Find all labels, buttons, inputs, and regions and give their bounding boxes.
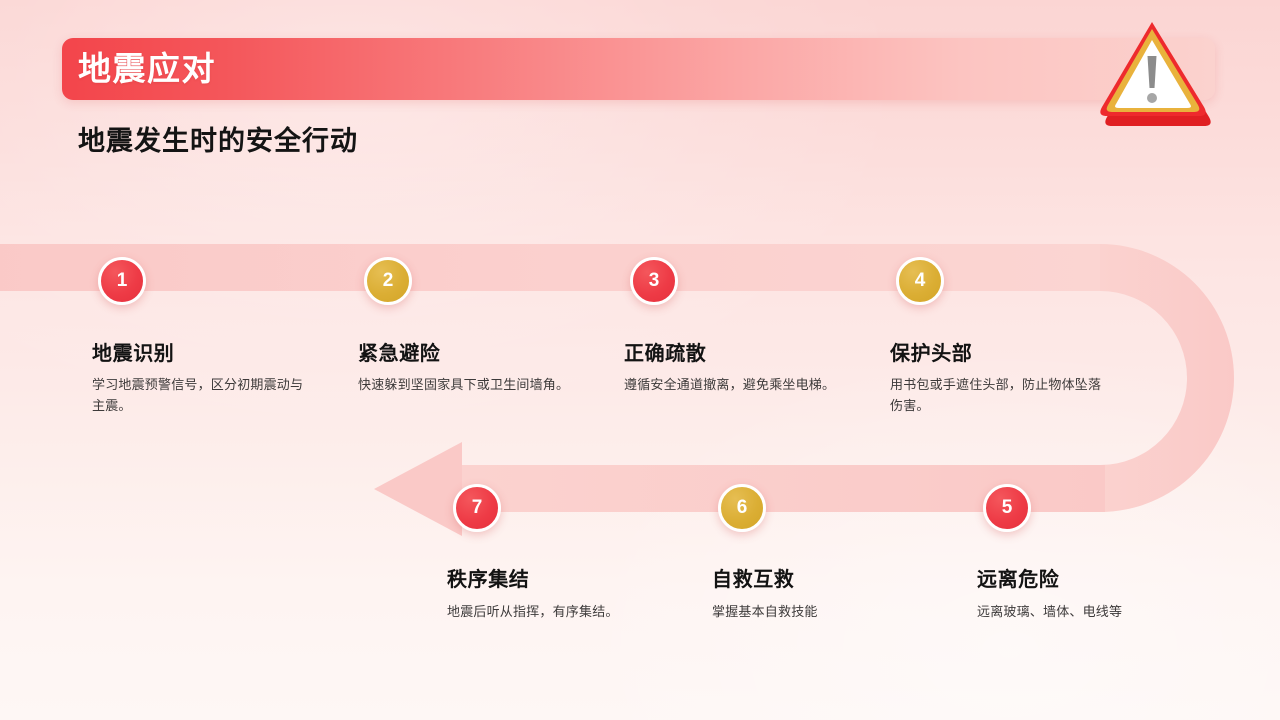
section-subtitle: 地震发生时的安全行动 bbox=[78, 126, 358, 156]
step-title-5: 远离危险 bbox=[977, 569, 1060, 591]
step-number-1: 1 bbox=[116, 270, 128, 291]
step-title-7: 秩序集结 bbox=[447, 569, 530, 591]
step-badge-4[interactable]: 4 bbox=[896, 257, 944, 305]
step-number-6: 6 bbox=[736, 497, 748, 518]
step-title-3: 正确疏散 bbox=[624, 343, 707, 365]
step-desc-3: 遵循安全通道撤离，避免乘坐电梯。 bbox=[624, 377, 836, 392]
step-title-2: 紧急避险 bbox=[358, 343, 441, 365]
section-title-bar bbox=[62, 38, 1215, 100]
step-badge-2[interactable]: 2 bbox=[364, 257, 412, 305]
step-desc-5: 远离玻璃、墙体、电线等 bbox=[977, 604, 1123, 619]
step-desc-6: 掌握基本自救技能 bbox=[712, 604, 818, 619]
step-number-3: 3 bbox=[648, 270, 660, 291]
step-title-4: 保护头部 bbox=[890, 343, 973, 365]
step-desc-1: 学习地震预警信号，区分初期震动与主震。 bbox=[92, 377, 304, 413]
step-desc-4: 用书包或手遮住头部，防止物体坠落伤害。 bbox=[890, 377, 1102, 413]
warning-triangle-icon bbox=[1100, 22, 1211, 126]
step-number-4: 4 bbox=[914, 270, 926, 291]
step-number-7: 7 bbox=[471, 497, 483, 518]
step-badge-5[interactable]: 5 bbox=[983, 484, 1031, 532]
step-title-1: 地震识别 bbox=[92, 343, 175, 365]
step-number-5: 5 bbox=[1001, 497, 1013, 518]
step-number-2: 2 bbox=[382, 270, 394, 291]
step-badge-1[interactable]: 1 bbox=[98, 257, 146, 305]
step-desc-7: 地震后听从指挥，有序集结。 bbox=[447, 604, 619, 619]
step-badge-7[interactable]: 7 bbox=[453, 484, 501, 532]
step-badge-3[interactable]: 3 bbox=[630, 257, 678, 305]
step-desc-2: 快速躲到坚固家具下或卫生间墙角。 bbox=[358, 377, 570, 392]
step-badge-6[interactable]: 6 bbox=[718, 484, 766, 532]
step-title-6: 自救互救 bbox=[712, 569, 795, 591]
section-title: 地震应对 bbox=[78, 50, 216, 87]
